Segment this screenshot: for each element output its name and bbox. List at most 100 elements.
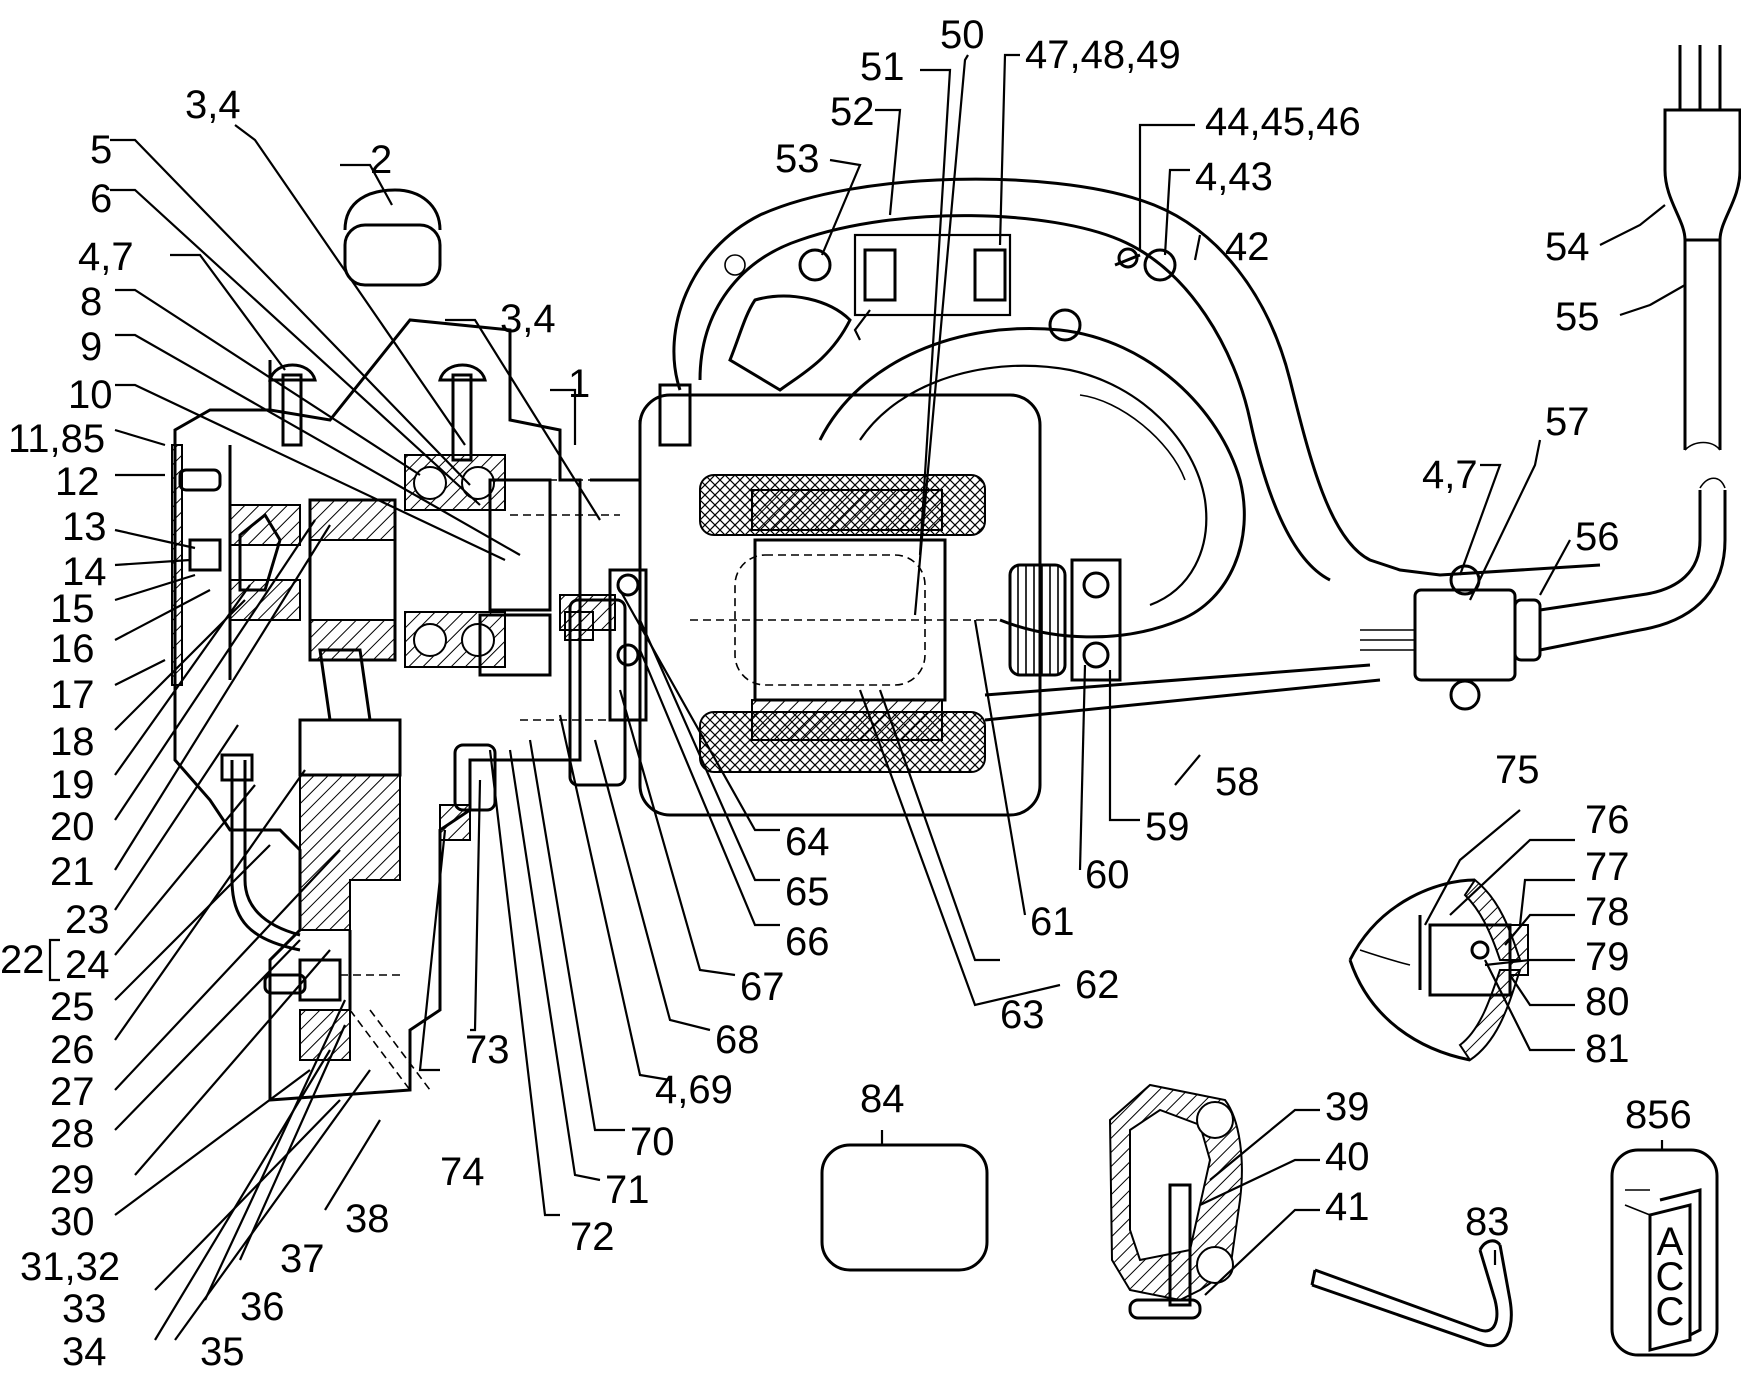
aux-handle-knob: [343, 223, 442, 287]
rear-bearing-ball-top: [1082, 571, 1110, 599]
screw-3-4-right: [451, 373, 473, 462]
label-25: 25: [50, 985, 95, 1029]
field-lamination-top: [751, 489, 943, 531]
label-6: 6: [90, 177, 112, 221]
label-72: 72: [570, 1215, 615, 1259]
label-35: 35: [200, 1330, 245, 1374]
label-65: 65: [785, 870, 830, 914]
cord-lower-outer: [1539, 490, 1702, 612]
clamp-thumbwheel: [1128, 1298, 1202, 1320]
label-66: 66: [785, 920, 830, 964]
hex-key-top: [1478, 1239, 1502, 1251]
label-24: 24: [65, 943, 110, 987]
label-34: 34: [62, 1330, 107, 1374]
label-56: 56: [1575, 515, 1620, 559]
handle-inner-outline: [698, 214, 1331, 582]
switch-terminal-right: [973, 248, 1007, 302]
commutator-bars: [1017, 565, 1059, 675]
label-55: 55: [1555, 295, 1600, 339]
label-81: 81: [1585, 1027, 1630, 1071]
accessory-card: [1648, 1203, 1692, 1352]
spindle-gear-top: [309, 499, 396, 541]
label-2: 2: [370, 138, 392, 182]
switch-body: [853, 233, 1012, 317]
label-11-85: 11,85: [8, 417, 105, 461]
label-18: 18: [50, 720, 95, 764]
lower-hatched-block: [299, 774, 401, 931]
label-58: 58: [1215, 760, 1260, 804]
hex-key-83: [1310, 1239, 1513, 1348]
label-76: 76: [1585, 798, 1630, 842]
label-36: 36: [240, 1285, 285, 1329]
label-67: 67: [740, 965, 785, 1009]
upper-bearing-ball-1: [413, 466, 447, 500]
accessory-card-back: [1659, 1188, 1702, 1337]
strain-relief-clamp: [1413, 588, 1517, 682]
screw-4-7-left: [281, 373, 303, 447]
label-77: 77: [1585, 845, 1630, 889]
label-4-69: 4,69: [655, 1068, 733, 1112]
inset-detail: [1359, 949, 1411, 966]
label-41: 41: [1325, 1185, 1370, 1229]
label-42: 42: [1225, 225, 1270, 269]
label-9: 9: [80, 325, 102, 369]
cord-break-bottom: [1699, 477, 1726, 489]
clamp-screw: [1168, 1183, 1192, 1307]
label-74: 74: [440, 1150, 485, 1194]
screw-head-right: [438, 363, 487, 382]
blade-clamp-assembly: [1108, 1083, 1243, 1320]
armature-dashed: [734, 554, 926, 686]
label-38: 38: [345, 1197, 390, 1241]
label-4-7-left: 4,7: [78, 235, 134, 279]
label-62: 62: [1075, 963, 1120, 1007]
clamp-bolt: [188, 538, 222, 572]
label-13: 13: [62, 505, 107, 549]
acc-letter-c1: C: [1656, 1255, 1685, 1299]
label-63: 63: [1000, 993, 1045, 1037]
inset-outline-bottom: [1348, 959, 1471, 1062]
label-75: 75: [1495, 748, 1540, 792]
label-15: 15: [50, 587, 95, 631]
switch-spring: [853, 309, 871, 341]
label-61: 61: [1030, 900, 1075, 944]
commutator: [1008, 563, 1067, 677]
label-22: 22: [0, 938, 45, 982]
spindle-gear: [308, 498, 397, 662]
blade-dashed-1: [349, 1009, 411, 1091]
blade-dashed-2: [369, 1009, 431, 1091]
cord-assembly: [1360, 45, 1741, 711]
label-47-48-49: 47,48,49: [1025, 33, 1181, 77]
label-26: 26: [50, 1028, 95, 1072]
hex-key-outer: [1314, 1249, 1499, 1333]
cord-bushing: [1513, 598, 1542, 662]
rear-bearing: [1070, 558, 1122, 682]
lower-nut: [263, 973, 307, 995]
cord-lower-inner: [1539, 490, 1727, 652]
cord-wires: [1360, 629, 1415, 651]
label-16: 16: [50, 627, 95, 671]
label-71: 71: [605, 1168, 650, 1212]
cord-break-top: [1684, 441, 1721, 451]
blade-holder-hatched: [299, 1009, 351, 1061]
spindle-gear-bottom: [309, 619, 396, 661]
label-84: 84: [860, 1077, 905, 1121]
label-59: 59: [1145, 805, 1190, 849]
label-27: 27: [50, 1070, 95, 1114]
trigger: [728, 294, 852, 392]
handle-screw: [1048, 308, 1082, 342]
label-19: 19: [50, 763, 95, 807]
label-68: 68: [715, 1018, 760, 1062]
label-40: 40: [1325, 1135, 1370, 1179]
accessory-outline: [1610, 1148, 1719, 1357]
housing-bottom-line: [984, 663, 1371, 697]
label-21: 21: [50, 850, 95, 894]
label-78: 78: [1585, 890, 1630, 934]
acc-letter-c2: C: [1656, 1290, 1685, 1334]
label-50: 50: [940, 13, 985, 57]
label-20: 20: [50, 805, 95, 849]
screw-43: [1143, 248, 1177, 282]
gearcase-flange: [590, 420, 642, 482]
label-856: 856: [1625, 1093, 1692, 1137]
label-12: 12: [55, 460, 100, 504]
intermediate-gear: [478, 613, 552, 677]
